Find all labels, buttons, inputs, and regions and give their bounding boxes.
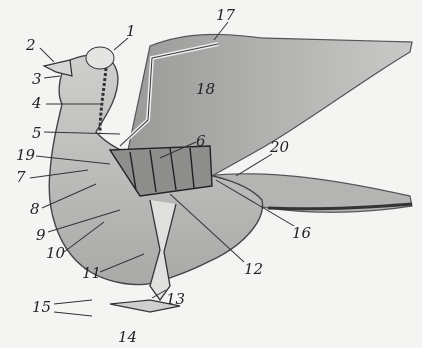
label-20: 20 (269, 138, 290, 156)
label-18: 18 (196, 80, 215, 98)
label-11: 11 (82, 264, 101, 282)
bird-skull (86, 47, 114, 69)
label-13: 13 (166, 290, 185, 308)
label-4: 4 (31, 94, 42, 112)
label-14: 14 (118, 328, 137, 346)
label-6: 6 (196, 132, 206, 150)
label-19: 19 (16, 146, 36, 164)
label-9: 9 (36, 226, 46, 244)
label-17: 17 (216, 6, 236, 24)
label-3: 3 (32, 70, 42, 88)
label-2: 2 (25, 36, 36, 54)
label-10: 10 (46, 244, 66, 262)
label-12: 12 (244, 260, 263, 278)
label-1: 1 (126, 22, 136, 40)
label-5: 5 (32, 124, 42, 142)
label-7: 7 (16, 168, 26, 186)
bird-beak (44, 60, 72, 76)
label-15: 15 (32, 298, 51, 316)
label-8: 8 (30, 200, 40, 218)
label-16: 16 (292, 224, 312, 242)
